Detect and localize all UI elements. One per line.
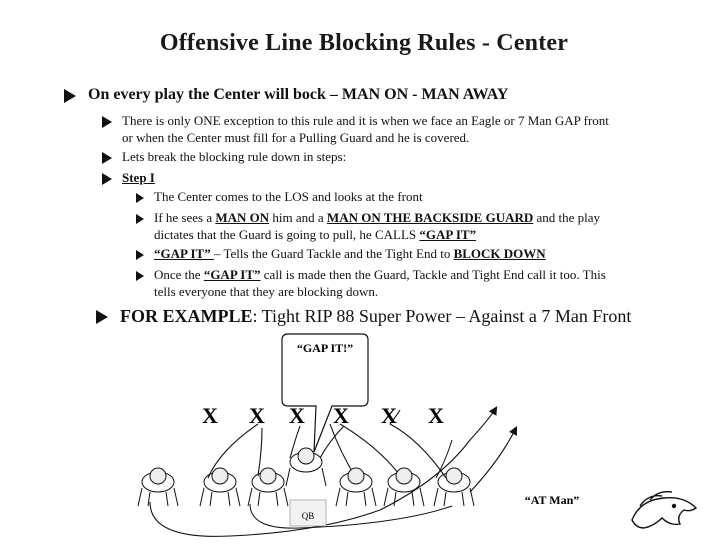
callout-text: “GAP IT!” (297, 341, 353, 355)
sub-point-2-text-a: If he sees a (154, 210, 216, 225)
arrow-bullet-icon (102, 173, 112, 185)
block-down-term: BLOCK DOWN (453, 246, 546, 261)
exception-line-2: or when the Center must fill for a Pulli… (122, 130, 470, 145)
block-arrow (207, 423, 259, 479)
block-arrow (389, 409, 401, 425)
arrow-bullet-icon (102, 116, 112, 128)
lineman (199, 467, 241, 507)
step-label: Step I (122, 170, 155, 185)
arrow-bullet-icon (136, 193, 144, 203)
block-arrow (339, 423, 403, 479)
sub-point-4: Once the “GAP IT” call is made then the … (154, 267, 606, 283)
sub-point-3: “GAP IT” – Tells the Guard Tackle and th… (154, 246, 546, 262)
lineman (383, 467, 425, 507)
sub-point-1: The Center comes to the LOS and looks at… (154, 189, 423, 204)
sub-point-2-line-2-text: dictates that the Guard is going to pull… (154, 227, 420, 242)
tight-end (433, 467, 475, 507)
sub-point-4-text-a: Once the (154, 267, 204, 282)
lineman (335, 467, 377, 507)
at-man-label: “AT Man” (525, 493, 580, 507)
sub-point-2-text-e: and the play (533, 210, 601, 225)
arrow-bullet-icon (64, 89, 76, 103)
example-label: FOR EXAMPLE (120, 306, 253, 326)
block-arrow (319, 425, 345, 459)
sub-point-2-text-c: him and a (269, 210, 327, 225)
gap-it-term: “GAP IT” (419, 227, 477, 242)
arrow-bullet-icon (136, 271, 144, 281)
arrow-bullet-icon (102, 152, 112, 164)
speech-bubble (281, 333, 369, 453)
arrow-bullet-icon (136, 214, 144, 224)
sub-point-3-text: – Tells the Guard Tackle and the Tight E… (213, 246, 454, 261)
back-route (249, 503, 453, 529)
qb-marker (289, 499, 327, 527)
exception-line-1: There is only ONE exception to this rule… (122, 113, 609, 128)
main-rule: On every play the Center will bock – MAN… (88, 86, 509, 103)
sub-point-4-line-2: tells everyone that they are blocking do… (154, 284, 379, 299)
defender-x: X (202, 403, 218, 428)
release-route (435, 439, 453, 479)
sub-point-2: If he sees a MAN ON him and a MAN ON THE… (154, 210, 600, 226)
steps-intro: Lets break the blocking rule down in ste… (122, 149, 347, 164)
lineman (247, 467, 289, 507)
center-lineman (285, 447, 327, 487)
defender-x: X (428, 403, 444, 428)
example-text: : Tight RIP 88 Super Power – Against a 7… (252, 306, 632, 326)
sub-point-2-line-2: dictates that the Guard is going to pull… (154, 227, 476, 243)
qb-label: QB (302, 511, 315, 521)
example-line: FOR EXAMPLE: Tight RIP 88 Super Power – … (120, 306, 631, 327)
broncos-logo-icon (631, 490, 698, 529)
release-route (469, 426, 517, 493)
lineman (137, 467, 179, 507)
gap-it-term: “GAP IT” (203, 267, 261, 282)
defender-x: X (333, 403, 349, 428)
defender-x: X (381, 403, 397, 428)
sub-point-4-text-c: call is made then the Guard, Tackle and … (260, 267, 606, 282)
arrow-bullet-icon (96, 310, 108, 324)
backside-guard-term: MAN ON THE BACKSIDE GUARD (326, 210, 534, 225)
slide-title: Offensive Line Blocking Rules - Center (159, 30, 569, 56)
block-arrow (289, 425, 301, 459)
gap-it-term: “GAP IT” (154, 246, 214, 261)
pull-route (149, 406, 498, 537)
block-arrow (257, 427, 263, 477)
defender-x: X (289, 403, 305, 428)
defender-x: X (249, 403, 265, 428)
arrow-bullet-icon (136, 250, 144, 260)
man-on-term: MAN ON (215, 210, 270, 225)
